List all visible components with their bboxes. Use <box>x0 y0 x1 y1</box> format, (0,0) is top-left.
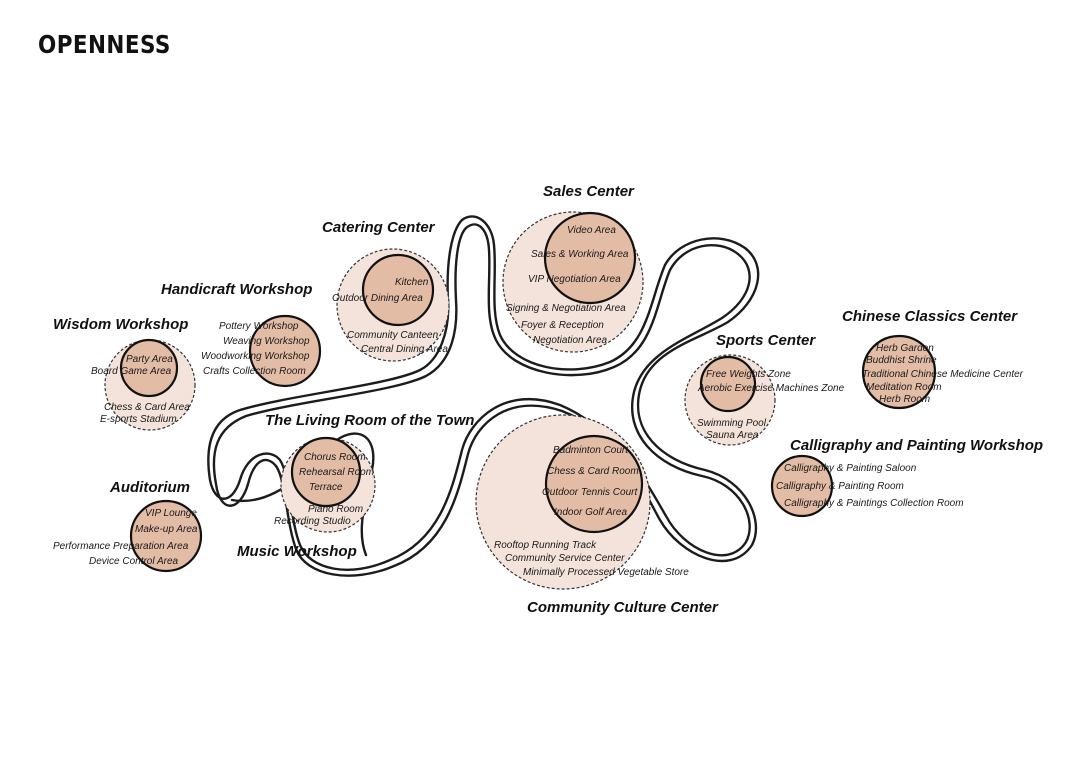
room-label: Minimally Processed Vegetable Store <box>523 567 689 578</box>
room-labels: Party Area Board Game Area Chess & Card … <box>53 225 1024 578</box>
calligraphy-inner-circle <box>770 454 834 518</box>
room-label: Weaving Workshop <box>223 336 310 347</box>
room-label: Rooftop Running Track <box>494 540 597 551</box>
room-label: Crafts Collection Room <box>203 366 306 377</box>
room-label: E-sports Stadium <box>100 414 177 425</box>
room-label: Calligraphy & Paintings Collection Room <box>784 498 964 509</box>
room-label: Recording Studio <box>274 516 351 527</box>
room-label: Community Canteen <box>347 330 439 341</box>
room-label: Sales & Working Area <box>531 249 629 260</box>
auditorium-inner-circle <box>129 499 203 573</box>
room-label: Chess & Card Area <box>104 402 190 413</box>
room-label: Herb Garden <box>876 343 934 354</box>
room-label: Chess & Card Room <box>547 466 639 477</box>
sports-inner-circle <box>699 355 757 413</box>
center-titles: Wisdom Workshop Handicraft Workshop Cate… <box>53 183 1043 616</box>
handicraft-inner-circle <box>248 314 322 388</box>
room-label: Sauna Area <box>706 430 759 441</box>
room-label: Buddhist Shrine <box>866 355 937 366</box>
music-inner-circle <box>290 436 362 508</box>
room-label: Indoor Golf Area <box>554 507 627 518</box>
room-label: Free Weights Zone <box>706 369 791 380</box>
catering-title: Catering Center <box>322 219 436 236</box>
wisdom-inner-circle <box>119 338 179 398</box>
room-label: Rehearsal Room <box>299 467 374 478</box>
room-label: Negotiation Area <box>533 335 608 346</box>
catering-inner-circle <box>361 253 435 327</box>
auditorium-title: Auditorium <box>109 479 190 496</box>
room-label: Device Control Area <box>89 556 179 567</box>
room-label: Performance Preparation Area <box>53 541 189 552</box>
room-label: Signing & Negotiation Area <box>506 303 626 314</box>
room-label: Community Service Center <box>505 553 625 564</box>
space-circles <box>104 211 937 590</box>
culture-inner-circle <box>544 434 644 534</box>
room-label: Terrace <box>309 482 343 493</box>
classics-title: Chinese Classics Center <box>842 308 1018 325</box>
sales-inner-circle <box>543 211 637 305</box>
wisdom-title: Wisdom Workshop <box>53 316 188 333</box>
classics-inner-circle <box>861 334 937 410</box>
room-label: Central Dining Area <box>361 344 448 355</box>
room-label: Calligraphy & Painting Saloon <box>784 463 917 474</box>
music-title: Music Workshop <box>237 543 357 560</box>
room-label: Meditation Room <box>866 382 942 393</box>
calligraphy-title: Calligraphy and Painting Workshop <box>790 437 1043 454</box>
room-label: Calligraphy & Painting Room <box>776 481 904 492</box>
room-label: Foyer & Reception <box>521 320 604 331</box>
room-label: Video Area <box>567 225 616 236</box>
room-label: VIP Lounge <box>145 508 197 519</box>
sports-title: Sports Center <box>716 332 816 349</box>
room-label: Herb Room <box>879 394 930 405</box>
room-label: Aerobic Exercise Machines Zone <box>697 383 845 394</box>
page-title: OPENNESS <box>38 30 171 59</box>
room-label: Chorus Room <box>304 452 366 463</box>
circulation-path-2 <box>212 223 751 577</box>
room-label: Piano Room <box>308 504 363 515</box>
culture-title: Community Culture Center <box>527 599 719 616</box>
room-label: Kitchen <box>395 277 429 288</box>
room-label: Traditional Chinese Medicine Center <box>862 369 1024 380</box>
circulation-path-1 <box>207 215 760 571</box>
handicraft-title: Handicraft Workshop <box>161 281 312 298</box>
room-label: Badminton Court <box>553 445 629 456</box>
room-label: Swimming Pool <box>697 418 767 429</box>
room-label: Pottery Workshop <box>219 321 299 332</box>
room-label: Outdoor Dining Area <box>332 293 423 304</box>
room-label: Outdoor Tennis Court <box>542 487 638 498</box>
room-label: Board Game Area <box>91 366 172 377</box>
livingroom-title: The Living Room of the Town <box>265 412 474 429</box>
sales-title: Sales Center <box>543 183 635 200</box>
room-label: Make-up Area <box>135 524 198 535</box>
room-label: Woodworking Workshop <box>201 351 310 362</box>
room-label: Party Area <box>126 354 173 365</box>
room-label: VIP Negotiation Area <box>528 274 621 285</box>
